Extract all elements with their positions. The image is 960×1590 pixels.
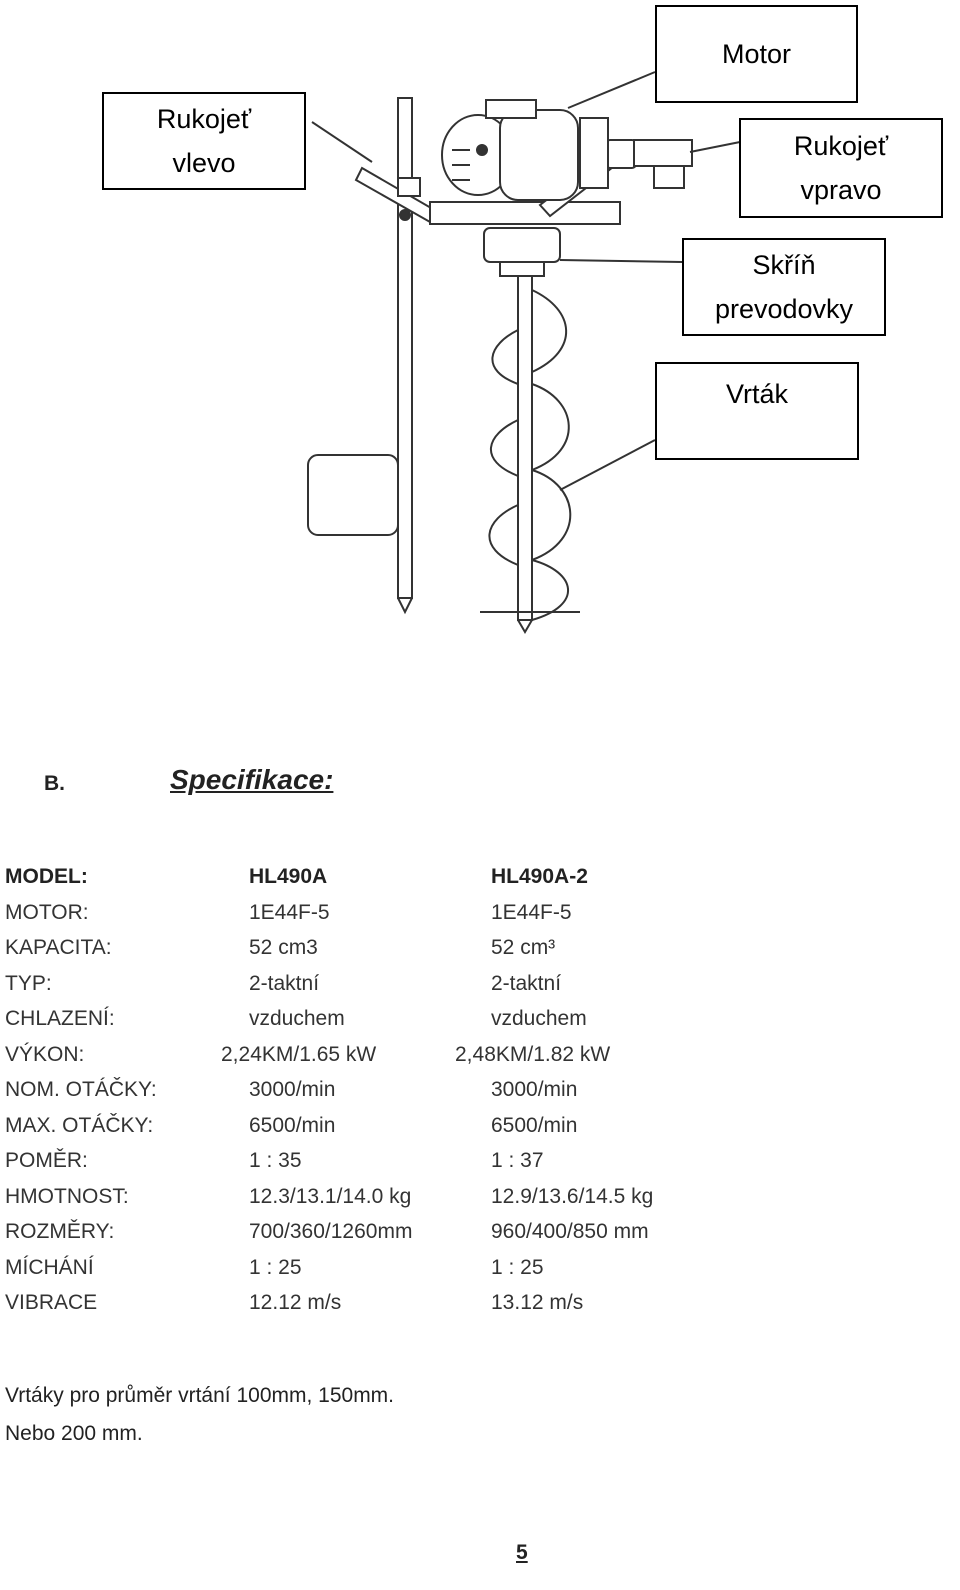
spec-label: POMĚR: [5, 1149, 88, 1172]
section-letter: B. [44, 772, 65, 795]
label-right-handle-line2: vpravo [800, 175, 882, 205]
spec-value-1: vzduchem [249, 1007, 345, 1030]
spec-row: MÍCHÁNÍ 1 : 25 1 : 25 [5, 1256, 945, 1292]
label-gearbox-line1: Skříň [752, 250, 816, 280]
spec-value-1: 3000/min [249, 1078, 336, 1101]
spec-value-2: 2-taktní [491, 972, 562, 995]
spec-row: ROZMĚRY: 700/360/1260mm 960/400/850 mm [5, 1220, 945, 1256]
spec-label: HMOTNOST: [5, 1185, 129, 1208]
spec-value-2: 6500/min [491, 1114, 578, 1137]
spec-header-model-1: HL490A [249, 865, 328, 888]
spec-row: CHLAZENÍ: vzduchem vzduchem [5, 1007, 945, 1043]
spec-label: VIBRACE [5, 1291, 98, 1314]
bottom-guard [307, 454, 399, 536]
leader-motor [567, 71, 656, 109]
spec-label: MOTOR: [5, 901, 89, 924]
spec-row: VIBRACE 12.12 m/s 13.12 m/s [5, 1291, 945, 1327]
spec-row: NOM. OTÁČKY: 3000/min 3000/min [5, 1078, 945, 1114]
auger-diagram [307, 71, 741, 634]
left-rod [397, 97, 413, 599]
note-alternative-diameter: Nebo 200 mm. [5, 1422, 143, 1445]
auger-flight-1 [531, 289, 568, 373]
spec-value-2: 1 : 37 [491, 1149, 544, 1172]
leader-left-handle [311, 121, 373, 163]
spec-value-1: 2-taktní [249, 972, 320, 995]
spec-value-1: 12.12 m/s [249, 1291, 342, 1314]
page-number: 5 [516, 1541, 528, 1564]
note-drill-diameters: Vrtáky pro průměr vrtání 100mm, 150mm. [5, 1384, 395, 1407]
leader-gearbox [559, 259, 683, 263]
spec-value-2: 52 cm³ [491, 936, 556, 959]
spec-row: POMĚR: 1 : 35 1 : 37 [5, 1149, 945, 1185]
spec-label: CHLAZENÍ: [5, 1007, 115, 1030]
spec-value-2: 1 : 25 [491, 1256, 544, 1279]
section-title: Specifikace: [170, 764, 334, 795]
spec-row: VÝKON: 2,24KM/1.65 kW 2,48KM/1.82 kW [5, 1043, 945, 1079]
spec-label: VÝKON: [5, 1043, 85, 1066]
auger-flight-4 [531, 559, 569, 621]
label-gearbox-line2: prevodovky [714, 294, 854, 324]
spec-row: HMOTNOST: 12.3/13.1/14.0 kg 12.9/13.6/14… [5, 1185, 945, 1221]
spec-value-2: 960/400/850 mm [491, 1220, 649, 1243]
spec-value-2: vzduchem [491, 1007, 587, 1030]
spec-header-label: MODEL: [5, 865, 88, 888]
label-right-handle: Rukojeť vpravo [739, 118, 943, 218]
label-motor-text: Motor [721, 39, 792, 69]
label-right-handle-line1: Rukojeť [793, 131, 889, 161]
spec-value-1: 2,24KM/1.65 kW [221, 1043, 377, 1066]
spec-value-1: 1 : 25 [249, 1256, 302, 1279]
spec-value-2: 12.9/13.6/14.5 kg [491, 1185, 654, 1208]
spec-label: MÍCHÁNÍ [5, 1256, 94, 1279]
leader-drill [559, 439, 656, 491]
spec-row: TYP: 2-taktní 2-taktní [5, 972, 945, 1008]
label-gearbox: Skříň prevodovky [682, 238, 886, 336]
spec-value-2: 2,48KM/1.82 kW [455, 1043, 611, 1066]
spec-label: ROZMĚRY: [5, 1220, 115, 1243]
label-left-handle-line1: Rukojeť [156, 104, 252, 134]
spec-row: KAPACITA: 52 cm3 52 cm³ [5, 936, 945, 972]
frame-bar [429, 201, 621, 225]
spec-value-1: 52 cm3 [249, 936, 318, 959]
label-left-handle-line2: vlevo [172, 148, 236, 178]
spec-value-1: 700/360/1260mm [249, 1220, 413, 1243]
spec-label: MAX. OTÁČKY: [5, 1114, 154, 1137]
spec-value-1: 1 : 35 [249, 1149, 302, 1172]
spec-header-row: MODEL: HL490A HL490A-2 [5, 865, 945, 901]
spec-row: MAX. OTÁČKY: 6500/min 6500/min [5, 1114, 945, 1150]
label-motor: Motor [655, 5, 858, 103]
spec-label: KAPACITA: [5, 936, 112, 959]
spec-label: NOM. OTÁČKY: [5, 1078, 157, 1101]
spec-header-model-2: HL490A-2 [491, 865, 588, 888]
spec-label: TYP: [5, 972, 52, 995]
auger-flight-2 [531, 383, 570, 471]
drill-shaft [517, 275, 533, 621]
spec-value-1: 12.3/13.1/14.0 kg [249, 1185, 412, 1208]
leader-right-handle [689, 141, 741, 153]
spec-value-2: 1E44F-5 [491, 901, 572, 924]
label-drill: Vrták [655, 362, 859, 460]
label-left-handle: Rukojeť vlevo [102, 92, 306, 190]
spec-row: MOTOR: 1E44F-5 1E44F-5 [5, 901, 945, 937]
spec-value-1: 1E44F-5 [249, 901, 330, 924]
gearbox [483, 227, 561, 263]
auger-flight-3 [531, 469, 572, 561]
label-drill-text: Vrták [725, 379, 788, 409]
spec-value-2: 3000/min [491, 1078, 578, 1101]
spec-value-2: 13.12 m/s [491, 1291, 584, 1314]
spec-value-1: 6500/min [249, 1114, 336, 1137]
